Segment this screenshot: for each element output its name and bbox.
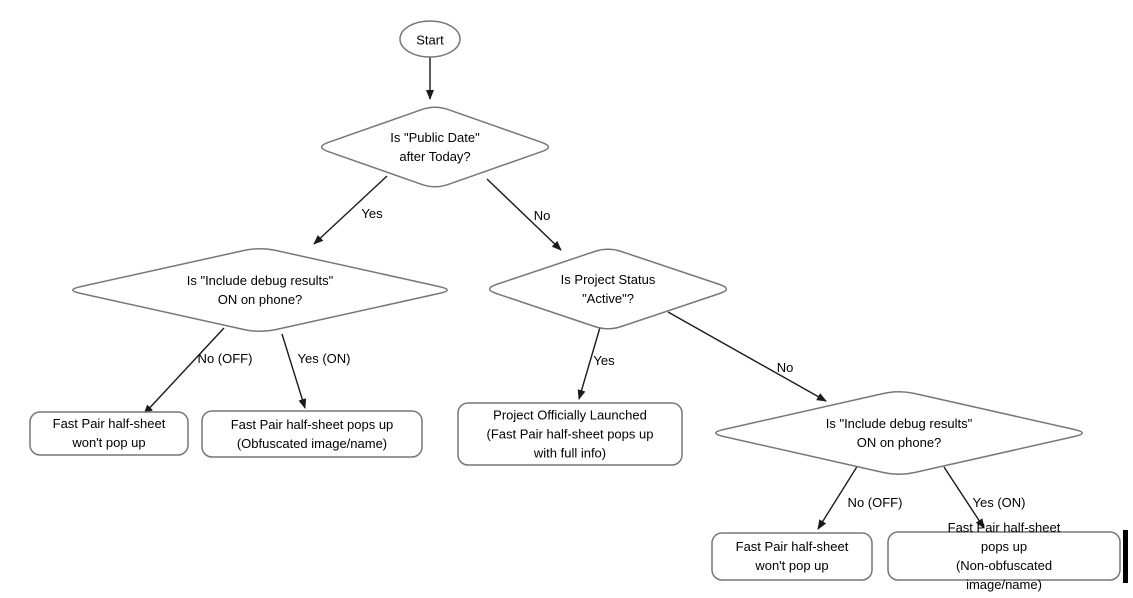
edge-label-no-off-2: No (OFF) — [847, 495, 903, 510]
decision-project-status-label: Is Project Status "Active"? — [560, 272, 656, 306]
edge-debug-right-yes-on — [943, 466, 985, 529]
result-launched-label: Project Officially Launched (Fast Pair h… — [486, 407, 654, 461]
start-node-label: Start — [416, 32, 444, 48]
edge-debug-left-yes-on — [281, 333, 307, 409]
edge-public-date-yes — [313, 175, 388, 245]
edge-label-no-2: No — [776, 360, 794, 375]
decision-debug-right-shape — [715, 391, 1083, 475]
result-non-obfuscated-label: Fast Pair half-sheet pops up (Non-obfusc… — [947, 520, 1061, 592]
result-obfuscated-label: Fast Pair half-sheet pops up (Obfuscated… — [230, 417, 394, 451]
edge-public-date-no — [486, 178, 562, 251]
edge-debug-left-no-off — [143, 327, 225, 415]
edge-debug-right-no-off — [817, 464, 859, 530]
edge-label-yes-1: Yes — [361, 206, 383, 221]
text-cursor-bar — [1123, 530, 1128, 583]
result-wont-popup-left-shape — [29, 411, 189, 456]
result-wont-popup-right-label: Fast Pair half-sheet won't pop up — [735, 539, 849, 573]
edge-label-no-off-1: No (OFF) — [197, 351, 253, 366]
edge-label-yes-2: Yes — [593, 353, 615, 368]
edge-project-status-yes — [577, 323, 602, 400]
edge-project-status-no — [667, 311, 827, 402]
result-wont-popup-right-shape — [711, 532, 873, 581]
result-launched-shape — [457, 402, 683, 466]
decision-debug-left-shape — [72, 247, 448, 333]
decision-debug-left-label: Is "Include debug results" ON on phone? — [186, 273, 334, 307]
result-non-obfuscated-shape — [887, 531, 1121, 581]
edge-label-yes-on-2: Yes (ON) — [972, 495, 1026, 510]
decision-debug-right-label: Is "Include debug results" ON on phone? — [825, 416, 973, 450]
decision-project-status-shape — [488, 248, 728, 330]
edge-label-no-1: No — [533, 208, 551, 223]
decision-public-date-shape — [320, 106, 550, 188]
decision-public-date-label: Is "Public Date" after Today? — [390, 130, 480, 164]
result-wont-popup-left-label: Fast Pair half-sheet won't pop up — [52, 416, 166, 450]
edge-label-yes-on-1: Yes (ON) — [297, 351, 351, 366]
start-terminator-shape — [399, 20, 461, 58]
result-obfuscated-shape — [201, 410, 423, 458]
